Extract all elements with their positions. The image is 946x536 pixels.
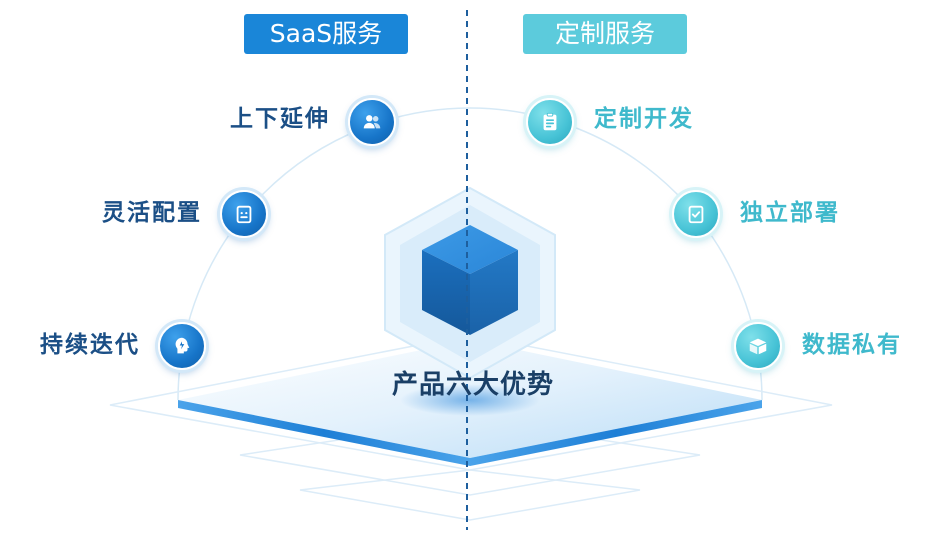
- platform-edge-right: [470, 400, 762, 466]
- saas-service-tag: SaaS服务: [244, 14, 408, 54]
- head-lightning-icon: [158, 322, 206, 370]
- box-icon: [734, 322, 782, 370]
- feature-label-iterate: 持续迭代: [40, 332, 140, 358]
- arc-outline: [177, 107, 763, 401]
- cube-icon: [422, 225, 518, 335]
- feature-label-extend: 上下延伸: [230, 106, 330, 132]
- clipboard-face-icon: [220, 190, 268, 238]
- center-title: 产品六大优势: [391, 370, 554, 400]
- users-icon: [348, 98, 396, 146]
- feature-label-deploy: 独立部署: [740, 200, 840, 226]
- feature-label-private-data: 数据私有: [802, 332, 902, 358]
- custom-service-tag: 定制服务: [523, 14, 687, 54]
- platform-glow: [400, 384, 540, 416]
- clipboard-list-icon: [526, 98, 574, 146]
- feature-label-custom-dev: 定制开发: [594, 106, 694, 132]
- clipboard-check-icon: [672, 190, 720, 238]
- platform-edge-left: [178, 400, 470, 466]
- feature-label-config: 灵活配置: [102, 200, 202, 226]
